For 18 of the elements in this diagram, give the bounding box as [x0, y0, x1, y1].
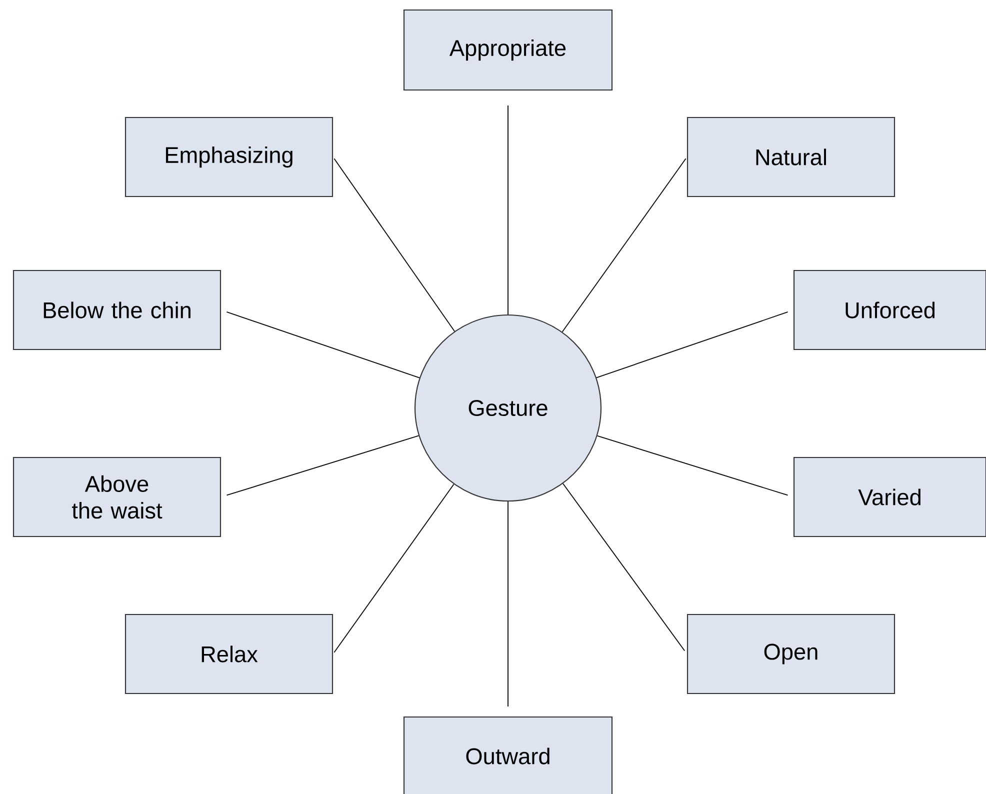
connector-line — [596, 311, 788, 378]
label-box: Outward — [403, 716, 613, 794]
label-box: Unforced — [793, 270, 986, 350]
label-box: Below the chin — [12, 270, 222, 350]
label-box: Open — [686, 614, 896, 694]
connector-line — [334, 484, 454, 653]
connector-line — [226, 435, 420, 496]
label-box: Relax — [124, 614, 334, 694]
connector-line — [596, 435, 788, 496]
connector-line — [562, 483, 686, 652]
label-box: Appropriate — [403, 9, 613, 91]
label-box: Varied — [793, 456, 986, 538]
label-box: Emphasizing — [124, 116, 334, 198]
label-box: Natural — [686, 116, 896, 198]
connector-line — [334, 158, 455, 332]
connector-line — [562, 158, 686, 332]
label-box: Above the waist — [12, 456, 222, 538]
connector-line — [226, 311, 420, 378]
